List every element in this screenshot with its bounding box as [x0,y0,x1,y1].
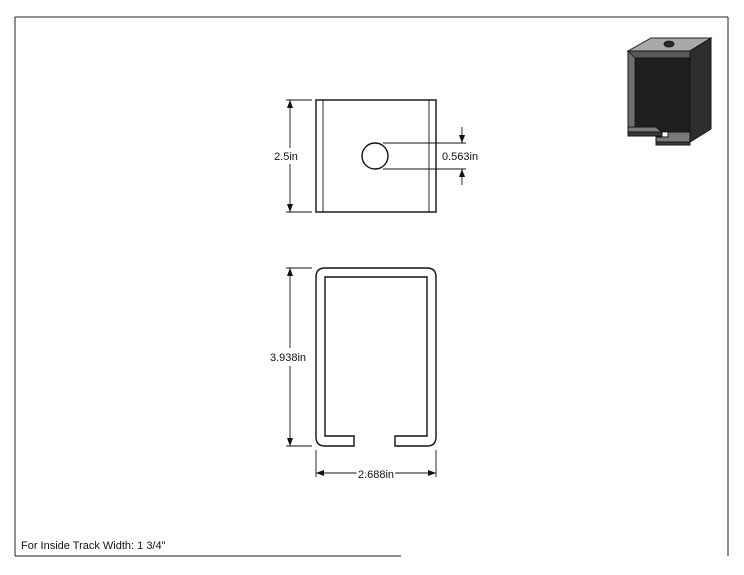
top-view-outline [315,99,437,213]
hole-diameter-dimension: 0.563in [383,127,478,185]
top-view-height-dimension: 2.5in [274,99,312,213]
mounting-hole [361,142,389,170]
front-view-height-label: 3.938in [270,352,306,364]
top-view [315,99,437,213]
front-view-width-dimension: 2.688in [315,450,437,483]
track-width-note: For Inside Track Width: 1 3/4" [21,540,166,552]
front-view-width-label: 2.688in [358,469,394,481]
hole-diameter-label: 0.563in [442,151,478,163]
front-view-height-dimension: 3.938in [270,267,312,447]
front-view-outer-profile [315,267,437,447]
sheet-border [14,16,729,557]
top-view-height-label: 2.5in [274,151,298,163]
isometric-view-image [626,37,713,146]
front-view [315,267,437,447]
